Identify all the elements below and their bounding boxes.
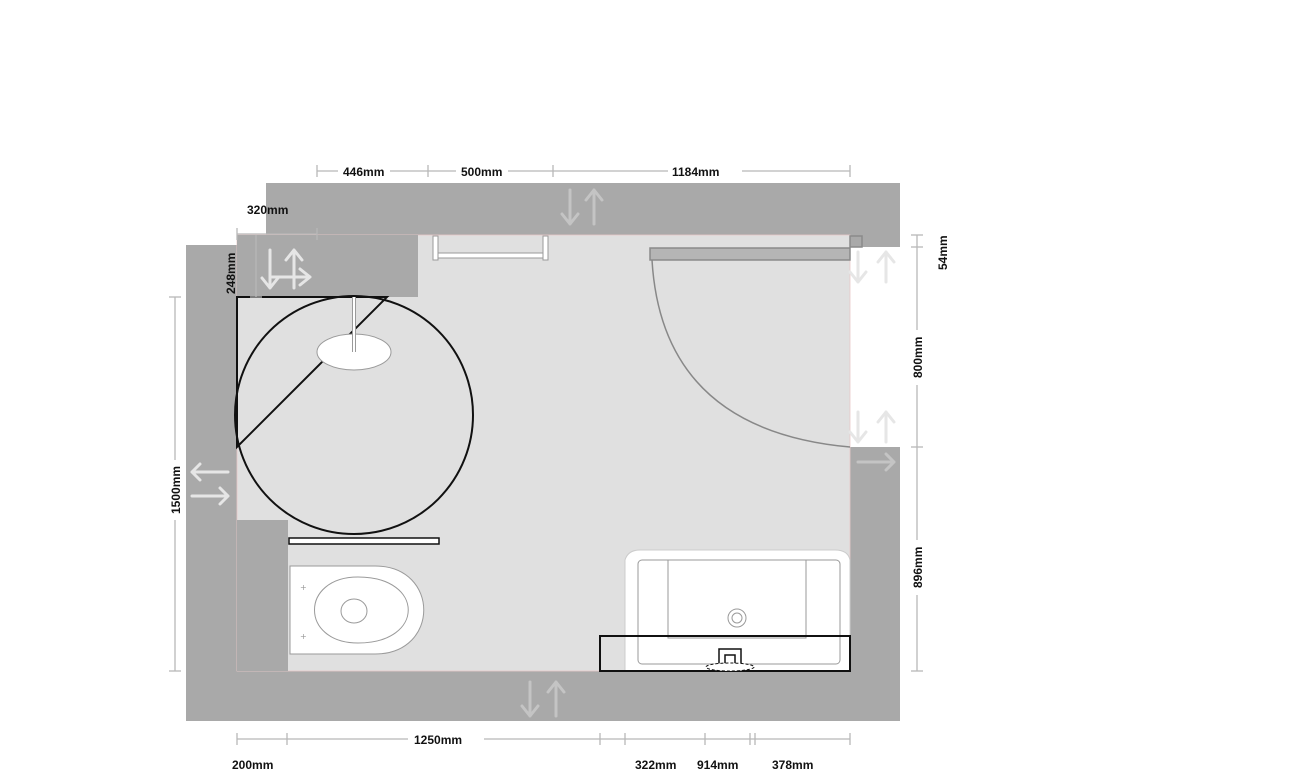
door[interactable] [649, 235, 863, 448]
tap-icon [718, 648, 742, 664]
dim-bottom-200[interactable]: 200mm [232, 758, 273, 772]
towel-rail-bracket-left [432, 235, 439, 261]
dim-right-800[interactable]: 800mm [911, 337, 925, 378]
towel-rail-bracket-right [542, 235, 549, 261]
dimension-lines [169, 165, 923, 745]
towel-rail[interactable] [432, 235, 549, 261]
double-arrow-icon-bottom[interactable] [520, 680, 566, 718]
dim-bottom-322[interactable]: 322mm [635, 758, 676, 772]
double-arrow-icon-door-top[interactable] [848, 250, 896, 284]
dim-bottom-914[interactable]: 914mm [697, 758, 738, 772]
toilet-button-1: + [300, 583, 307, 592]
dim-left-320[interactable]: 320mm [247, 203, 288, 217]
door-leaf[interactable] [649, 247, 851, 261]
dim-bottom-1250[interactable]: 1250mm [414, 733, 462, 747]
floor-notch [237, 235, 418, 297]
dim-left-1500[interactable]: 1500mm [169, 466, 183, 514]
shower-enclosure[interactable] [236, 296, 390, 450]
dim-top-500[interactable]: 500mm [461, 165, 502, 179]
vanity[interactable] [599, 549, 851, 672]
shower-circle[interactable] [234, 295, 474, 535]
dim-left-248[interactable]: 248mm [224, 253, 238, 294]
toilet-button-2: + [300, 632, 307, 641]
toilet[interactable]: + + [237, 520, 425, 671]
dim-bottom-378[interactable]: 378mm [772, 758, 813, 772]
opening-arrow-icon-right[interactable] [856, 452, 896, 472]
double-arrow-icon-door-bottom[interactable] [848, 410, 896, 444]
double-arrow-icon-left-top[interactable] [260, 248, 312, 290]
dim-top-1184[interactable]: 1184mm [672, 165, 719, 179]
toilet-cistern-box[interactable] [237, 520, 288, 671]
shower-shelf[interactable] [288, 537, 440, 545]
dim-right-54[interactable]: 54mm [936, 235, 950, 270]
tap-base [705, 662, 755, 672]
door-stop [849, 235, 863, 248]
dim-right-896[interactable]: 896mm [911, 547, 925, 588]
towel-rail-bar[interactable] [436, 252, 547, 259]
shower[interactable] [234, 295, 474, 545]
toilet-drain [340, 598, 368, 624]
door-swing-arc [651, 259, 851, 448]
vanity-cabinet[interactable] [599, 635, 851, 672]
dim-top-446[interactable]: 446mm [343, 165, 384, 179]
double-arrow-icon-top[interactable] [560, 188, 604, 226]
dimension-labels: 446mm 500mm 1184mm 320mm 248mm 1500mm 54… [169, 165, 950, 772]
double-arrow-icon-left[interactable] [190, 462, 230, 506]
basin-drain-inner [731, 612, 743, 624]
